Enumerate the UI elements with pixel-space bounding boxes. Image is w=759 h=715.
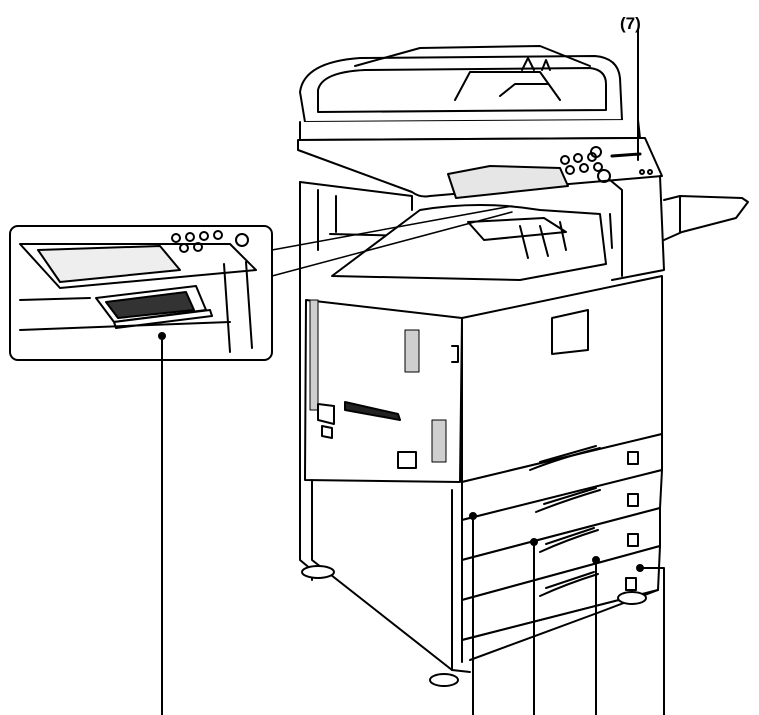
operation-panel (297, 137, 663, 199)
callout-leaders (158, 29, 665, 715)
paper-trays (451, 433, 663, 673)
callout-label-7: (7) (620, 14, 641, 33)
leader-tray-4 (639, 567, 665, 715)
stand (301, 479, 647, 687)
document-feeder (299, 45, 641, 141)
keyboard-inset (9, 225, 273, 361)
machine-body (299, 175, 749, 581)
inset-pointer-lines (271, 205, 513, 277)
